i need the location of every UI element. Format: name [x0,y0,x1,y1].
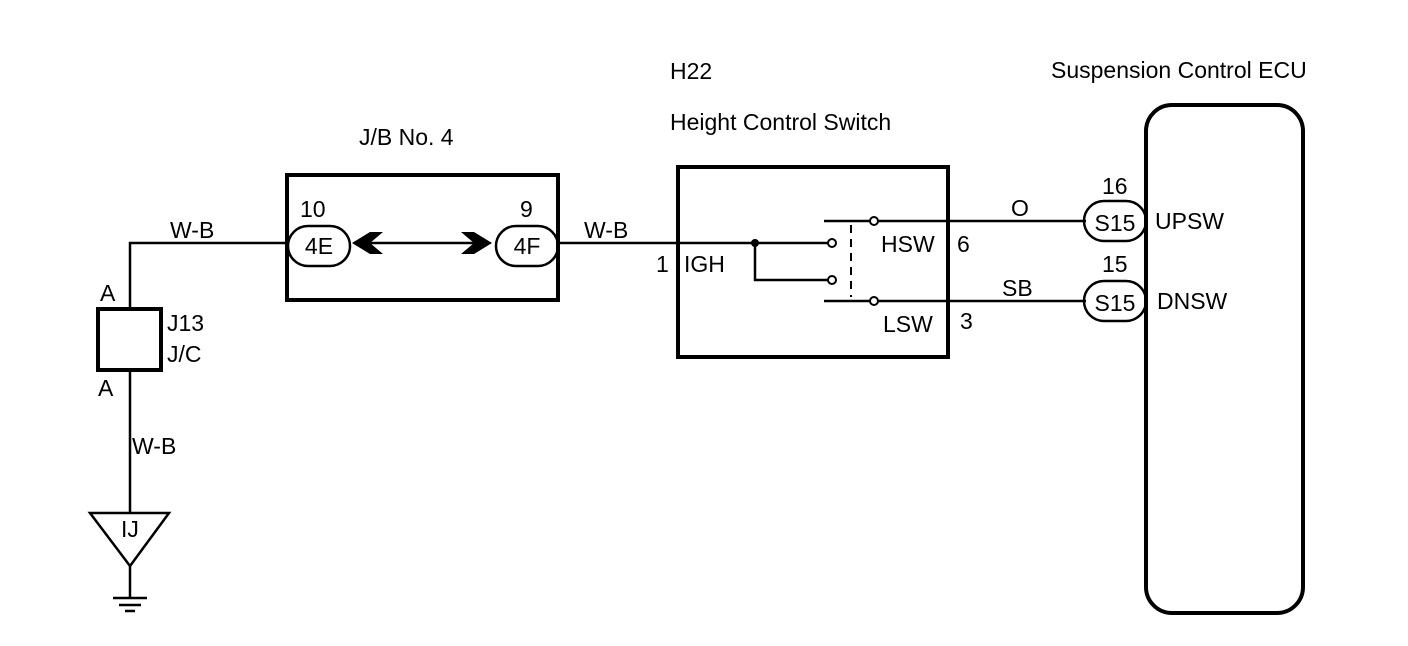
switch-contact-4 [827,275,837,285]
wire-color-jc-to-jb: W-B [170,217,214,243]
jc-pin-top: A [100,280,116,306]
wire-color-jc-to-ground: W-B [132,433,176,459]
junction-block: J/B No. 4 10 4E 9 4F [285,124,560,302]
ecu-down-connector [1082,279,1148,323]
jb-right-connector-code: 4F [514,233,541,259]
ground-symbol: IJ [87,511,172,613]
ecu-name: Suspension Control ECU [1051,57,1307,83]
wire-color-lsw-to-ecu: SB [1002,275,1033,301]
switch-body [676,165,950,359]
wire-color-hsw-to-ecu: O [1011,195,1029,221]
ecu-up-pin: 16 [1102,173,1128,199]
ecu-down-connector-code: S15 [1095,290,1136,316]
switch-code: H22 [670,58,712,84]
switch-lsw-pin-number: 3 [960,308,973,334]
switch-igh-label: IGH [684,251,725,277]
height-control-switch: H22 Height Control Switch 1 IGH HSW 6 LS… [656,58,973,359]
switch-branch-line [753,243,828,282]
ecu-up-connector-code: S15 [1095,210,1136,236]
switch-hsw-pin-number: 6 [957,231,970,257]
jc-code: J13 [167,310,204,336]
suspension-control-ecu: Suspension Control ECU 16 S15 UPSW 15 S1… [1051,57,1307,615]
jb-left-pin: 10 [300,196,326,222]
ground-code: IJ [121,516,139,542]
switch-name: Height Control Switch [670,109,891,135]
ground-triangle [87,511,172,569]
jb-left-connector [286,224,352,268]
switch-contact-2 [869,296,879,306]
ecu-up-connector [1082,199,1148,243]
ecu-down-label: DNSW [1157,288,1228,314]
junction-connector-body [96,307,163,372]
switch-contact-1 [869,216,879,226]
ecu-up-label: UPSW [1155,208,1224,234]
junction-connector: A A J13 J/C [96,280,204,401]
wire-color-jb-to-switch: W-B [584,217,628,243]
switch-hsw-label: HSW [881,231,935,257]
jb-right-arrow-icon [461,232,492,254]
jc-pin-bottom: A [98,375,114,401]
switch-igh-pin-number: 1 [656,251,669,277]
jc-name: J/C [167,341,202,367]
jb-left-connector-code: 4E [305,233,333,259]
jb-right-connector [494,224,560,268]
ecu-down-pin: 15 [1102,251,1128,277]
jb-name: J/B No. 4 [359,124,454,150]
junction-block-body [285,173,560,302]
jb-right-pin: 9 [520,196,533,222]
wire-jc-to-jb [128,241,287,309]
jb-left-arrow-icon [352,232,383,254]
wires [128,219,1086,513]
switch-contact-3 [827,238,837,248]
ecu-body [1144,103,1305,615]
switch-lsw-label: LSW [883,311,933,337]
